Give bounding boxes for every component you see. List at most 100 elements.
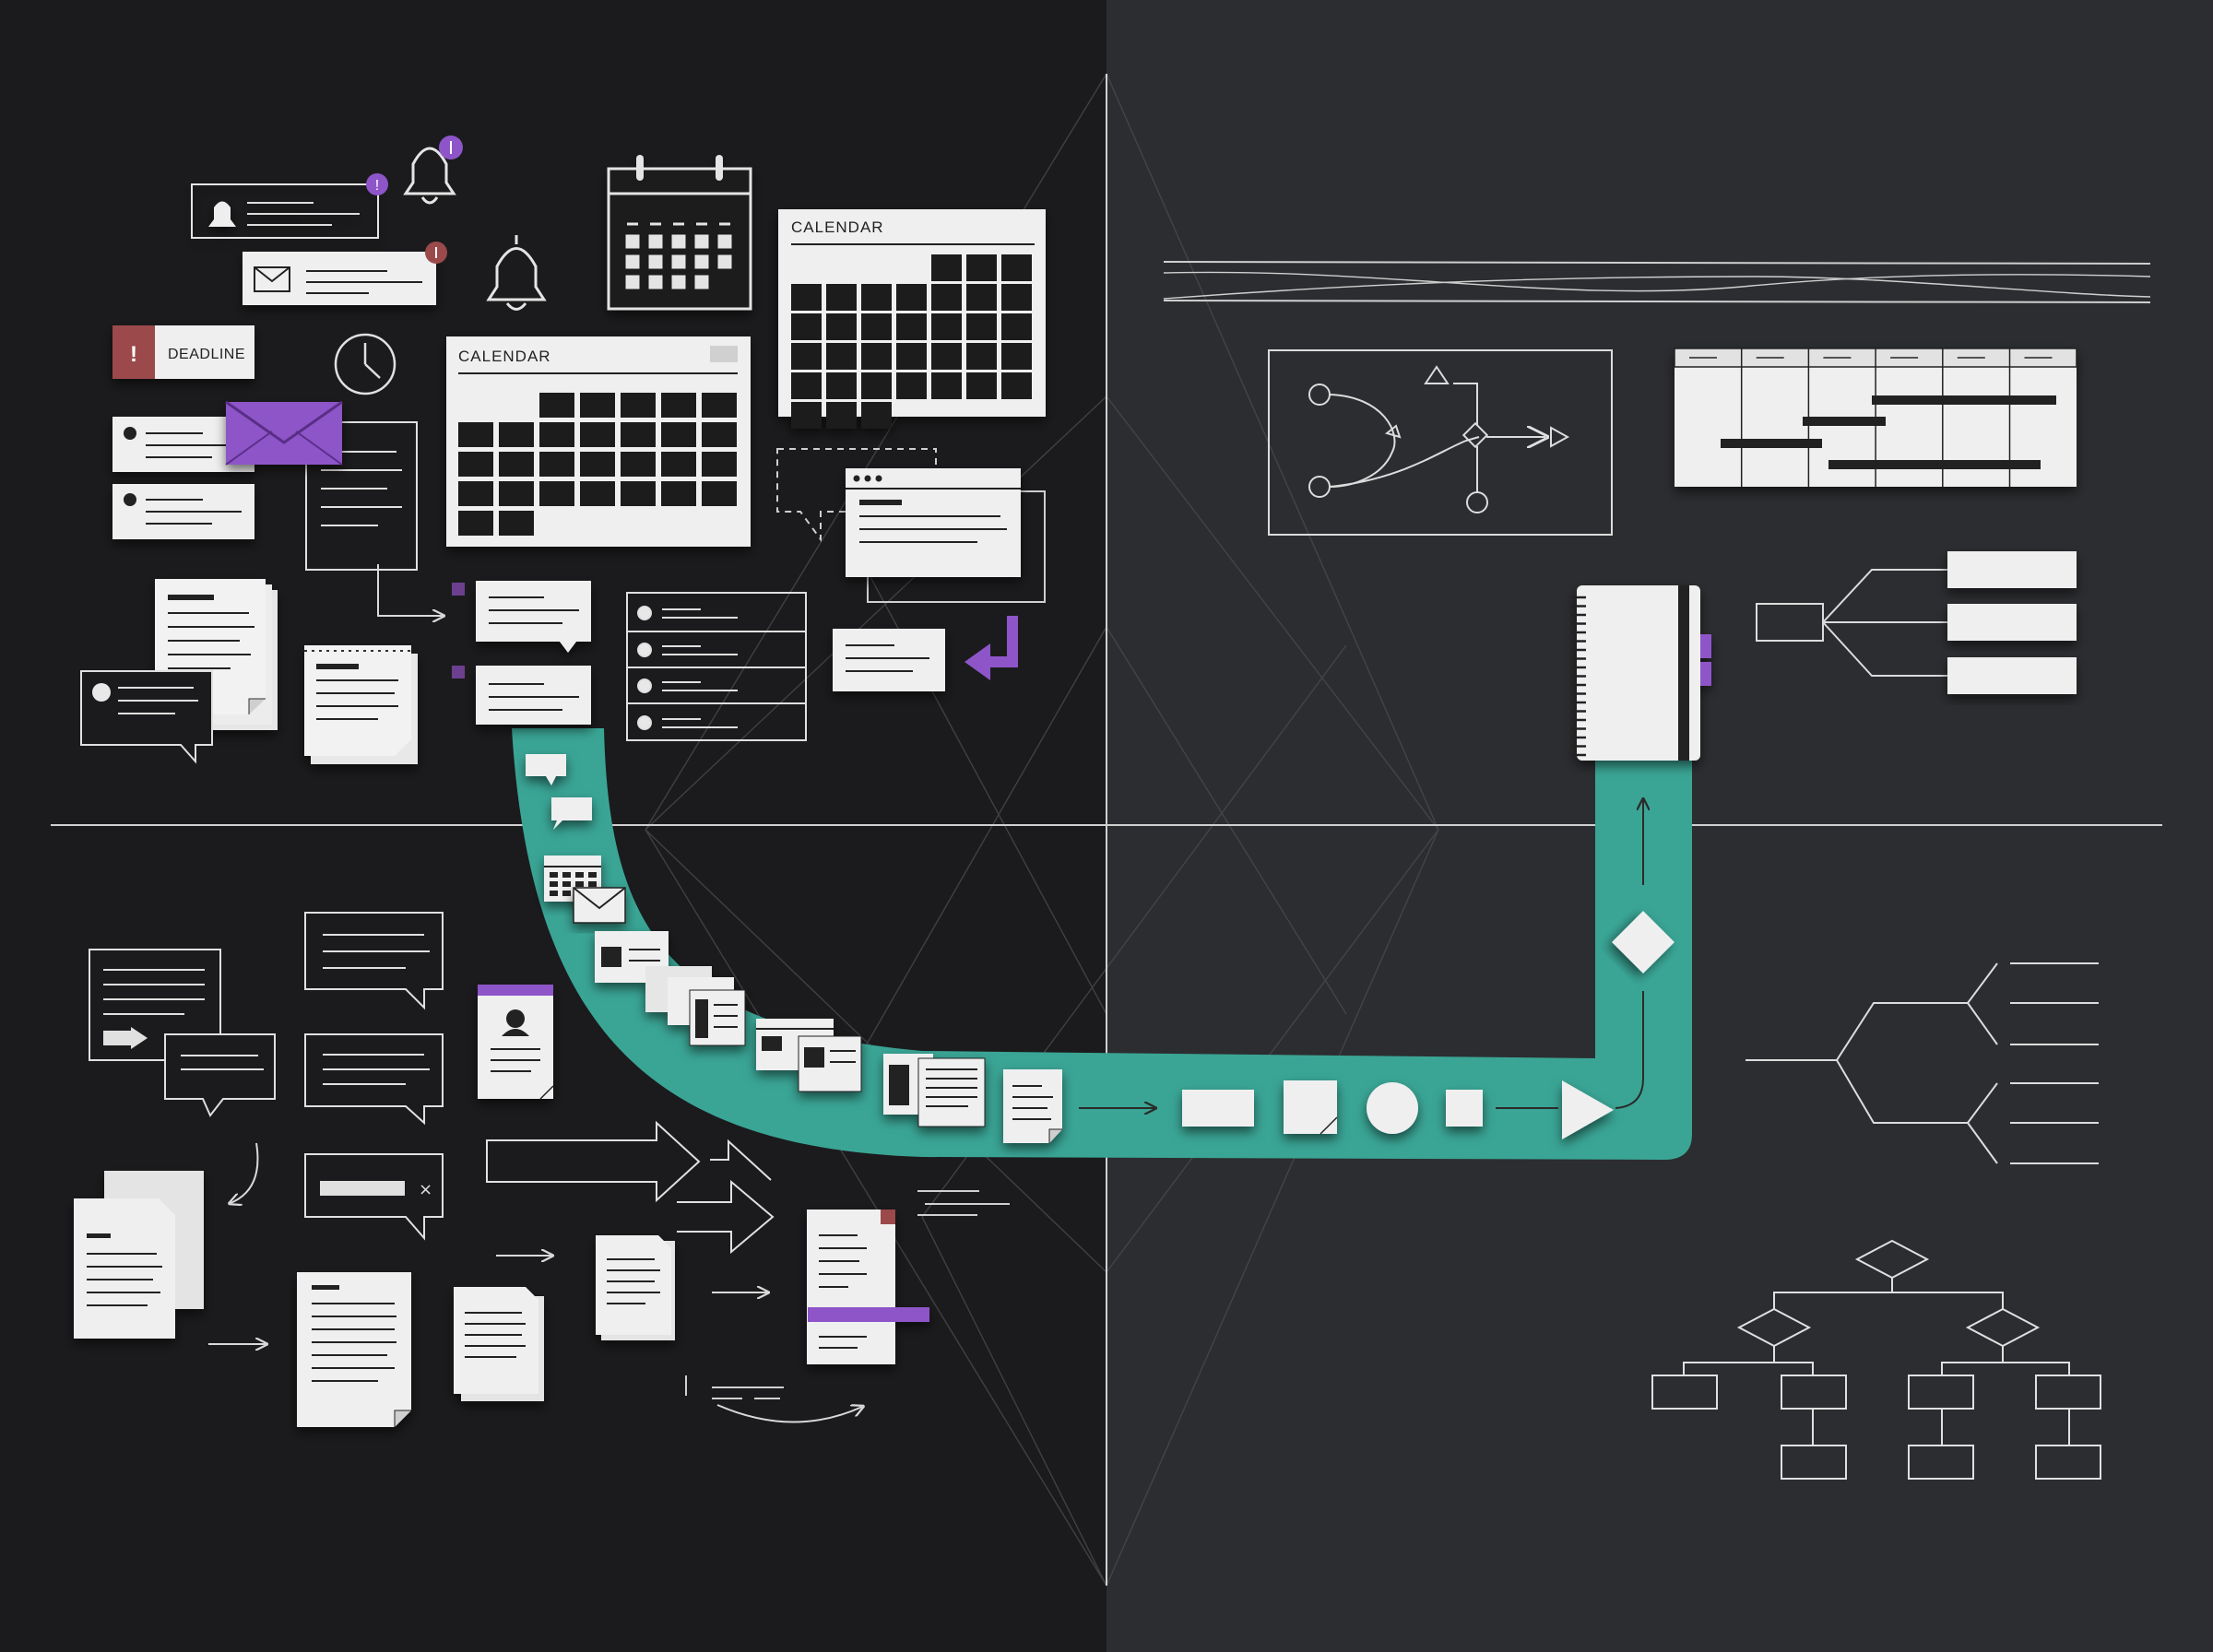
calendar-day <box>539 422 574 447</box>
calendar-day <box>717 254 732 269</box>
tree-diagram-icon <box>1746 962 2099 1164</box>
calendar-day <box>661 422 696 447</box>
calendar-day <box>826 284 857 311</box>
calendar-day <box>861 343 892 370</box>
calendar-day <box>931 313 962 340</box>
calendar-day <box>791 313 822 340</box>
calendar-day <box>562 881 571 887</box>
calendar-day <box>861 372 892 399</box>
calendar-day <box>1001 372 1032 399</box>
contact-card[interactable] <box>478 985 554 1100</box>
calendar-day <box>621 481 656 506</box>
gantt-chart-icon[interactable] <box>1674 348 2077 487</box>
clock-icon <box>334 333 396 395</box>
close-icon[interactable]: × <box>419 1180 432 1199</box>
calendar-large-title: CALENDAR <box>458 348 551 365</box>
document-icon[interactable] <box>807 1210 929 1364</box>
calendar-day <box>499 481 534 506</box>
calendar-day <box>966 343 997 370</box>
calendar-day <box>661 452 696 477</box>
document-icon[interactable] <box>297 1272 411 1427</box>
calendar-day <box>625 254 640 269</box>
flow-browser-cards <box>756 1019 862 1092</box>
calendar-day <box>575 881 584 887</box>
calendar-day <box>826 343 857 370</box>
flow-document-stack <box>883 1054 986 1127</box>
envelope-icon[interactable] <box>225 400 343 466</box>
bell-icon <box>486 235 547 311</box>
notification-bell-card[interactable] <box>191 183 379 239</box>
gantt-bar <box>1872 395 2056 405</box>
calendar-day <box>702 481 737 506</box>
calendar-day <box>966 313 997 340</box>
calendar-day <box>896 372 927 399</box>
browser-window[interactable] <box>846 468 1021 577</box>
dialog-box[interactable] <box>304 1153 444 1241</box>
arrow-icon <box>486 1120 775 1255</box>
calendar-day <box>458 452 493 477</box>
calendar-day <box>499 511 534 536</box>
calendar-day <box>694 254 709 269</box>
calendar-day <box>458 481 493 506</box>
calendar-day <box>1001 284 1032 311</box>
checklist-panel[interactable] <box>626 592 807 741</box>
chat-bubble-icon <box>164 1033 276 1117</box>
calendar-day <box>966 372 997 399</box>
dashed-callout <box>776 448 937 543</box>
calendar-day <box>575 872 584 878</box>
calendar-day <box>931 372 962 399</box>
avatar-icon <box>506 1009 525 1028</box>
calendar-day <box>671 254 686 269</box>
calendar-day <box>791 284 822 311</box>
calendar-day <box>861 313 892 340</box>
calendar-small-title: CALENDAR <box>791 218 884 236</box>
calendar-day <box>625 234 640 249</box>
calendar-day <box>826 372 857 399</box>
flow-chat-bubble <box>526 754 592 830</box>
note-card[interactable] <box>833 629 945 691</box>
document-stack[interactable] <box>596 1235 675 1340</box>
calendar-day <box>1001 254 1032 281</box>
calendar-card-large[interactable]: CALENDAR <box>446 336 751 547</box>
calendar-card-small[interactable]: CALENDAR <box>778 209 1046 429</box>
notepad-icon[interactable] <box>304 645 418 764</box>
calendar-day <box>931 343 962 370</box>
flow-decision-diamond <box>1612 911 1675 974</box>
connector-arrow <box>377 564 443 616</box>
notebook-icon[interactable] <box>1571 585 1711 761</box>
bell-icon <box>403 147 456 205</box>
deadline-tag[interactable]: ! DEADLINE <box>112 325 254 379</box>
presentation-outline <box>89 949 221 1061</box>
arrow-icon <box>103 1027 148 1049</box>
gantt-bar <box>1828 460 2041 469</box>
message-card[interactable] <box>476 581 591 653</box>
calendar-day <box>791 343 822 370</box>
calendar-day <box>539 393 574 418</box>
calendar-day <box>580 393 615 418</box>
calendar-day <box>562 891 571 896</box>
curved-arrow <box>716 1404 862 1423</box>
calendar-day <box>702 452 737 477</box>
calendar-day <box>625 275 640 289</box>
document-stack[interactable] <box>74 1171 204 1339</box>
calendar-day <box>791 372 822 399</box>
message-card[interactable] <box>476 666 591 725</box>
curved-arrow <box>231 1142 259 1203</box>
org-chart-icon <box>1651 1239 2101 1480</box>
calendar-day <box>931 284 962 311</box>
flow-diagram-panel <box>1268 349 1613 536</box>
deadline-label: DEADLINE <box>168 347 245 362</box>
email-notification-card[interactable] <box>243 252 436 305</box>
timeline-lines <box>1163 261 2151 303</box>
return-arrow-icon <box>987 616 1018 667</box>
calendar-day <box>826 313 857 340</box>
chat-bubble-icon <box>304 912 444 1010</box>
calendar-day <box>702 393 737 418</box>
list-card[interactable] <box>112 484 254 539</box>
document-stack[interactable] <box>454 1287 544 1401</box>
flow-connector <box>1615 991 1644 1109</box>
calendar-day <box>580 422 615 447</box>
calendar-day <box>896 343 927 370</box>
calendar-icon[interactable] <box>607 155 752 311</box>
